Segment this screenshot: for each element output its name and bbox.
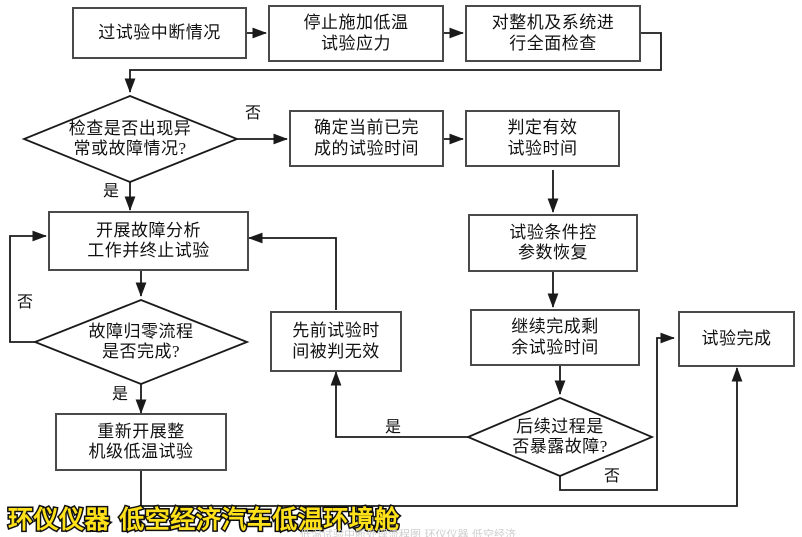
edge-d2-no-n6 (9, 230, 47, 343)
node-full-inspection[interactable]: 对整机及系统进 行全面检查 (465, 5, 641, 62)
edge-label-d1-yes: 是 (103, 183, 120, 200)
edge-label-d2-yes: 是 (112, 386, 129, 403)
edge-d3-no-n10 (559, 332, 675, 491)
node-stop-low-temp-stress[interactable]: 停止施加低温 试验应力 (268, 5, 444, 62)
edge-n3-d1 (124, 32, 662, 93)
node-restart-machine-level-test[interactable]: 重新开展整 机级低温试验 (55, 413, 227, 471)
edge-label-d1-no: 否 (245, 105, 262, 122)
watermark-footer-faint: 低温试验中断处理流程图 环仪仪器 低空经济 (300, 528, 516, 537)
node-fault-analysis-stop-test[interactable]: 开展故障分析 工作并终止试验 (48, 211, 249, 271)
node-previous-time-invalid[interactable]: 先前试验时 间被判无效 (270, 311, 402, 372)
edge-d3-yes-n8 (330, 371, 468, 438)
decision-check-anomaly-shape (21, 95, 240, 183)
node-complete-remaining-time[interactable]: 继续完成剩 余试验时间 (470, 309, 640, 366)
edge-n8-n6 (248, 232, 337, 310)
decision-fault-closed-shape (32, 299, 250, 385)
edge-label-d3-yes: 是 (385, 419, 402, 436)
edge-n11-n10 (140, 367, 743, 507)
edge-label-d2-no: 否 (17, 294, 34, 311)
node-restore-test-conditions[interactable]: 试验条件控 参数恢复 (468, 214, 638, 272)
watermark-brand: 环仪仪器 低空经济汽车低温环境舱 (7, 504, 401, 536)
node-determine-completed-time[interactable]: 确定当前已完 成的试验时间 (289, 110, 444, 167)
edge-label-d3-no: 否 (604, 468, 621, 485)
node-test-interruption[interactable]: 过试验中断情况 (72, 7, 247, 59)
decision-fault-exposed-shape (465, 397, 655, 477)
node-test-complete[interactable]: 试验完成 (678, 311, 795, 367)
node-determine-valid-time[interactable]: 判定有效 试验时间 (465, 110, 620, 167)
